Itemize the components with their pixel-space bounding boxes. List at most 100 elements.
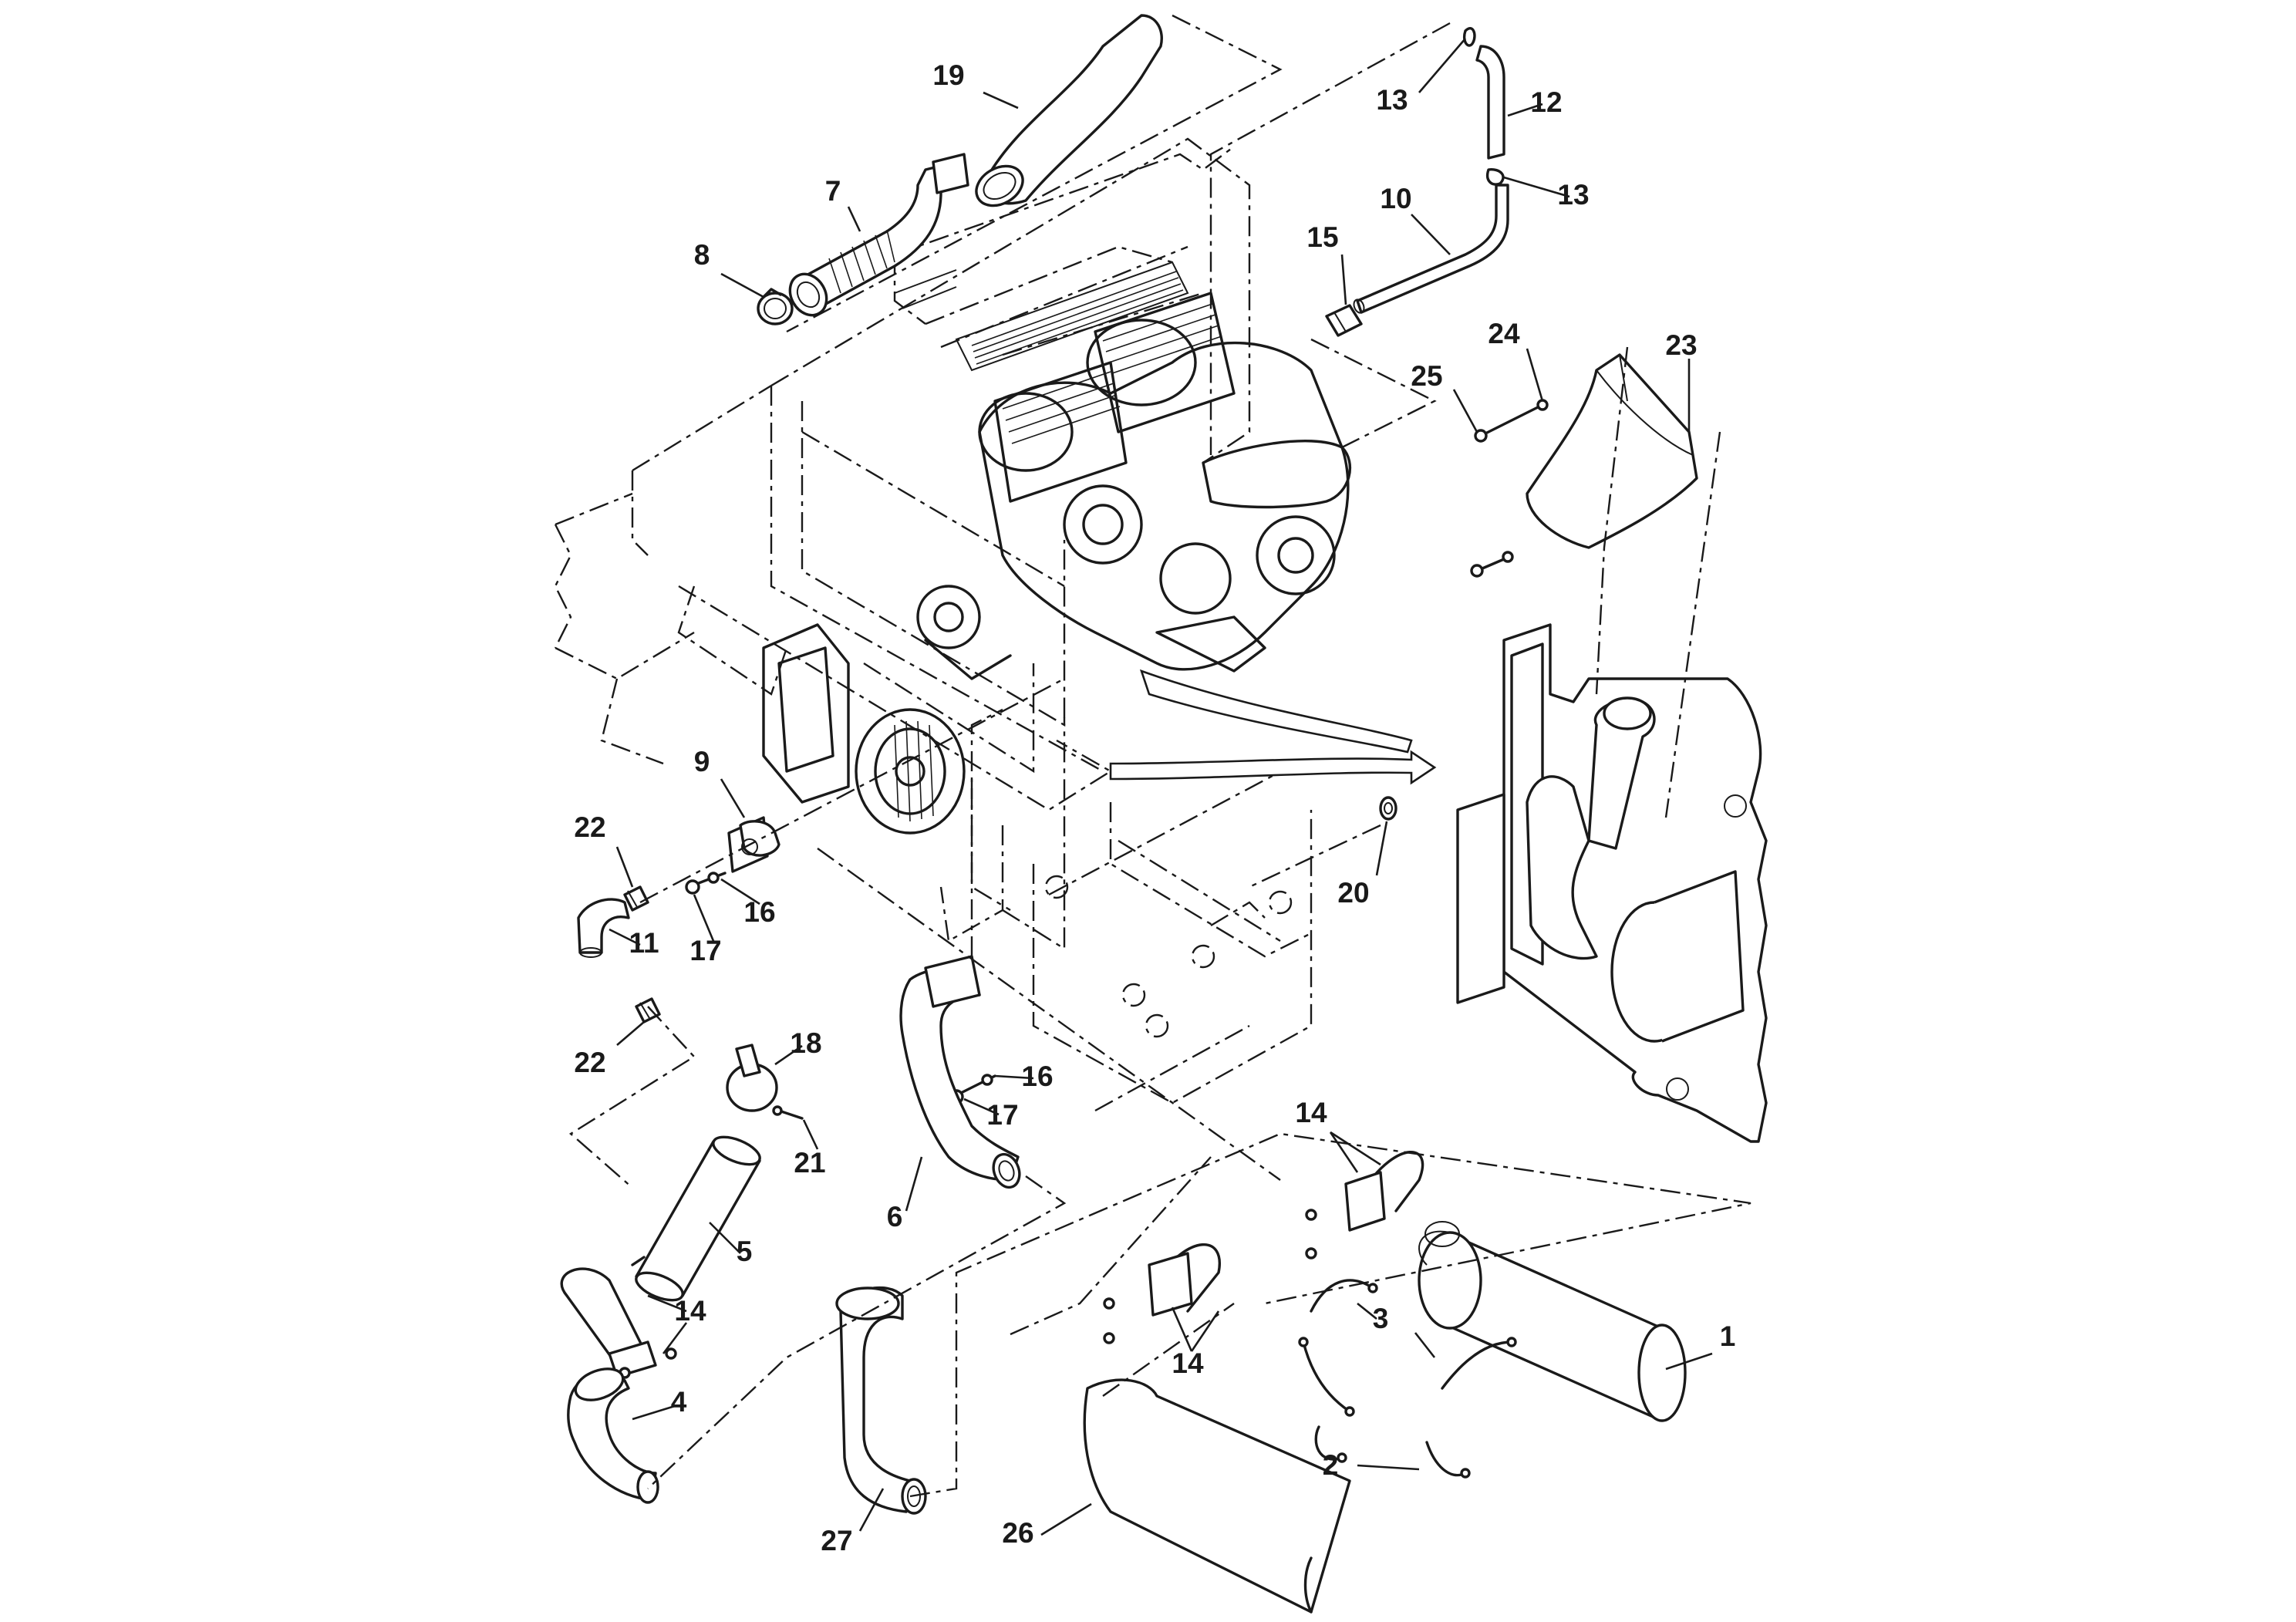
callout-number: 1 <box>1720 1320 1736 1352</box>
leader-line <box>1357 1464 1420 1471</box>
callout-number: 20 <box>1337 877 1369 909</box>
leader-line <box>1452 389 1478 433</box>
callout-number: 15 <box>1306 221 1338 253</box>
callout-9: 9 <box>694 746 746 818</box>
leader-line <box>1040 1502 1092 1536</box>
callout-number: 7 <box>825 175 841 207</box>
connector-15 <box>1325 304 1363 337</box>
callout-25: 25 <box>1411 360 1478 433</box>
motion-arrow-lower <box>1109 750 1437 785</box>
callout-number: 6 <box>887 1201 903 1233</box>
small-hose-12 <box>1463 27 1505 186</box>
leader-line <box>1418 38 1466 93</box>
callout-number: 17 <box>689 935 721 966</box>
callout-number: 12 <box>1530 86 1562 118</box>
grommet-20 <box>1379 796 1397 821</box>
callout-10: 10 <box>1380 183 1451 255</box>
elbow-pipe-27 <box>835 1286 927 1515</box>
leader-line <box>802 1119 819 1150</box>
leader-line <box>1329 1131 1359 1173</box>
leader-line <box>1190 1310 1220 1352</box>
callout-19: 19 <box>932 59 1019 110</box>
leader-line <box>609 928 641 946</box>
callout-2: 2 <box>1323 1449 1420 1481</box>
callout-number: 18 <box>790 1027 821 1059</box>
callout-21: 21 <box>794 1119 826 1179</box>
callout-15: 15 <box>1306 221 1347 305</box>
callout-13b: 13 <box>1503 176 1590 211</box>
assembly-centerlines <box>568 14 1752 1498</box>
callout-number: 13 <box>1557 179 1589 211</box>
callout-22b: 22 <box>574 1021 645 1078</box>
leader-line <box>1414 1332 1436 1358</box>
callout-23: 23 <box>1665 329 1698 432</box>
callout-number: 14 <box>674 1295 706 1327</box>
band-clamp-14-upper <box>1305 1151 1424 1259</box>
callout-26: 26 <box>1002 1502 1092 1549</box>
leader-line <box>905 1156 923 1212</box>
leader-line <box>1503 176 1570 198</box>
leader-line <box>1171 1307 1193 1352</box>
bolt-17-left <box>685 872 727 895</box>
leader-line <box>615 846 634 888</box>
callout-8: 8 <box>694 239 764 298</box>
machine-frame <box>554 137 1313 1104</box>
callout-22a: 22 <box>574 811 634 888</box>
muffler-guard-26 <box>1083 1378 1351 1614</box>
leader-line <box>720 878 760 905</box>
hose-clamp-22-lower <box>635 997 661 1023</box>
tailpipe-5 <box>631 1135 761 1302</box>
callout-13a: 13 <box>1376 38 1466 116</box>
callout-number: 5 <box>737 1236 753 1267</box>
callout-number: 24 <box>1488 318 1520 349</box>
breather-tube-10 <box>1353 184 1509 314</box>
callout-4: 4 <box>632 1386 687 1421</box>
callout-11: 11 <box>609 927 659 959</box>
elbow-hose-11 <box>577 898 630 958</box>
callout-14b: 14 <box>1171 1307 1220 1379</box>
upper-air-hose <box>975 14 1163 207</box>
callout-number: 16 <box>743 896 775 928</box>
leader-line <box>994 1074 1034 1080</box>
callout-number: 16 <box>1021 1061 1053 1092</box>
muffler-mount-plate <box>1456 623 1768 1143</box>
leader-line <box>693 894 715 942</box>
callout-1: 1 <box>1665 1320 1736 1371</box>
callout-number: 13 <box>1376 84 1408 116</box>
callout-6: 6 <box>887 1156 923 1233</box>
callout-16b: 16 <box>994 1061 1054 1092</box>
callout-14c: 14 <box>1295 1097 1381 1173</box>
muffler-strap-2 <box>1314 1425 1471 1479</box>
elbow-4 <box>567 1367 659 1504</box>
muffler-strap-3 <box>1298 1279 1517 1417</box>
leader-line <box>1330 1131 1381 1166</box>
callout-number: 9 <box>694 746 710 777</box>
leader-line <box>1357 1302 1377 1320</box>
screw-21 <box>772 1105 804 1120</box>
callout-17a: 17 <box>689 894 722 966</box>
callout-number: 2 <box>1323 1449 1339 1481</box>
callout-20: 20 <box>1337 821 1388 909</box>
rain-cap-18 <box>726 1044 778 1112</box>
leader-line <box>1665 1352 1713 1371</box>
leader-line <box>774 1044 803 1066</box>
leader-line <box>720 272 764 298</box>
exhaust-flange-9 <box>727 816 781 873</box>
callout-number: 10 <box>1380 183 1411 214</box>
leader-line <box>632 1404 676 1421</box>
leader-line <box>858 1488 885 1532</box>
bellows-air-hose <box>788 153 969 317</box>
leader-line <box>1507 103 1543 117</box>
leader-line <box>1340 254 1347 305</box>
exhaust-pipe-6 <box>899 955 1021 1189</box>
callout-number: 3 <box>1373 1303 1389 1334</box>
heat-shield-upper <box>1526 353 1698 549</box>
callout-number: 22 <box>574 1047 605 1078</box>
leader-line <box>983 91 1019 110</box>
callout-number: 4 <box>671 1386 687 1418</box>
band-clamp-14-left <box>560 1267 677 1379</box>
callout-number: 19 <box>932 59 964 91</box>
callout-number: 14 <box>1172 1347 1204 1379</box>
band-clamp-14-middle <box>1103 1243 1221 1344</box>
